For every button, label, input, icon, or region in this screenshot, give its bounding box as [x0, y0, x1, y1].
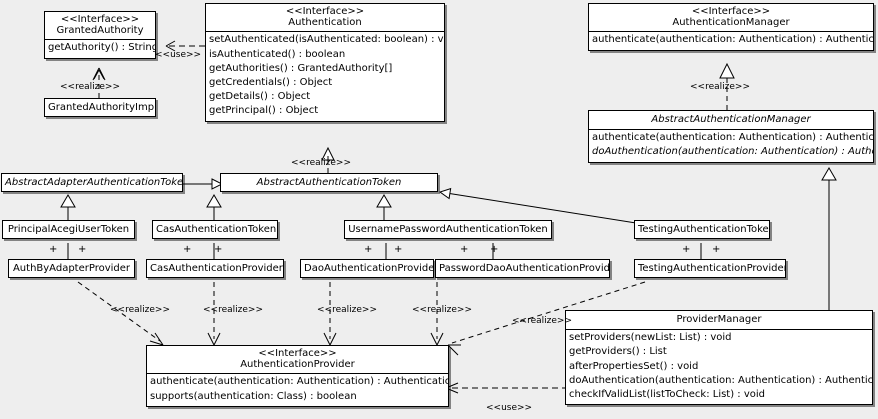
method: afterPropertiesSet() : void	[569, 360, 699, 372]
assoc-plus: +	[364, 244, 373, 255]
assoc-plus: +	[460, 244, 469, 255]
label-realize-granted-authority-impl: <<realize>>	[60, 82, 120, 92]
assoc-plus: +	[49, 244, 58, 255]
method: getProviders() : List	[569, 346, 667, 358]
class-name: AbstractAuthenticationManager	[651, 114, 811, 125]
class-abstract-adapter-authentication-token[interactable]: AbstractAdapterAuthenticationToken	[1, 173, 183, 193]
method: supports(authentication: Class) : boolea…	[150, 390, 357, 402]
method: setProviders(newList: List) : void	[569, 332, 732, 344]
method: checkIfValidList(listToCheck: List) : vo…	[569, 388, 766, 400]
class-granted-authority-impl[interactable]: GrantedAuthorityImpl	[44, 98, 156, 118]
class-authentication[interactable]: <<Interface>> Authentication setAuthenti…	[205, 3, 445, 122]
class-name: AbstractAdapterAuthenticationToken	[5, 177, 183, 188]
assoc-plus: +	[712, 244, 721, 255]
class-testing-authentication-token[interactable]: TestingAuthenticationToken	[634, 220, 770, 240]
class-name: Authentication	[288, 17, 362, 29]
method: doAuthentication(authentication: Authent…	[592, 146, 873, 158]
class-name: ProviderManager	[676, 314, 762, 325]
methods-compartment: setProviders(newList: List) : void getPr…	[566, 329, 872, 404]
label-realize-abstract-authentication-token: <<realize>>	[291, 158, 351, 168]
class-authentication-manager[interactable]: <<Interface>> AuthenticationManager auth…	[588, 3, 874, 51]
methods-compartment: getAuthority() : String	[45, 39, 155, 57]
method: authenticate(authentication: Authenticat…	[592, 132, 874, 144]
class-name: AbstractAuthenticationToken	[256, 177, 402, 188]
method: isAuthenticated() : boolean	[209, 48, 346, 60]
label-use-provider-manager: <<use>>	[486, 403, 533, 413]
label-realize-cas: <<realize>>	[203, 305, 263, 315]
methods-compartment: authenticate(authentication: Authenticat…	[147, 373, 448, 405]
stereotype: <<Interface>>	[285, 6, 365, 17]
class-name: AuthByAdapterProvider	[12, 263, 131, 274]
method: getPrincipal() : Object	[209, 105, 319, 117]
class-name: AuthenticationProvider	[240, 359, 355, 371]
assoc-plus: +	[78, 244, 87, 255]
class-header: <<Interface>> AuthenticationManager	[589, 4, 873, 31]
assoc-plus: +	[394, 244, 403, 255]
class-name: UsernamePasswordAuthenticationToken	[348, 224, 548, 235]
method: getDetails() : Object	[209, 91, 311, 103]
method: authenticate(authentication: Authenticat…	[592, 34, 874, 46]
stereotype: <<Interface>>	[60, 14, 140, 25]
class-abstract-authentication-token[interactable]: AbstractAuthenticationToken	[220, 173, 438, 193]
stereotype: <<Interface>>	[691, 6, 771, 17]
class-name: PasswordDaoAuthenticationProvider	[439, 263, 610, 274]
methods-compartment: setAuthenticated(isAuthenticated: boolea…	[206, 31, 444, 120]
class-name: PrincipalAcegiUserToken	[7, 224, 130, 235]
class-dao-authentication-provider[interactable]: DaoAuthenticationProvider	[300, 259, 434, 279]
class-header: ProviderManager	[566, 311, 872, 329]
class-name: GrantedAuthority	[56, 25, 144, 37]
class-name: TestingAuthenticationToken	[638, 224, 770, 235]
class-username-password-authentication-token[interactable]: UsernamePasswordAuthenticationToken	[344, 220, 552, 240]
class-testing-authentication-provider[interactable]: TestingAuthenticationProvider	[634, 259, 786, 279]
assoc-plus: +	[214, 244, 223, 255]
label-realize-testing: <<realize>>	[512, 316, 572, 326]
method: authenticate(authentication: Authenticat…	[150, 376, 449, 388]
label-realize-dao: <<realize>>	[317, 305, 377, 315]
class-name: AuthenticationManager	[672, 17, 790, 29]
class-name: CasAuthenticationProvider	[150, 263, 283, 274]
class-granted-authority[interactable]: <<Interface>> GrantedAuthority getAuthor…	[44, 11, 156, 59]
assoc-plus: +	[183, 244, 192, 255]
class-authentication-provider[interactable]: <<Interface>> AuthenticationProvider aut…	[146, 345, 449, 407]
label-realize-auth-by-adapter: <<realize>>	[110, 305, 170, 315]
class-name: GrantedAuthorityImpl	[48, 102, 156, 113]
class-header: AbstractAuthenticationManager	[589, 111, 873, 129]
method: getCredentials() : Object	[209, 76, 333, 88]
class-password-dao-authentication-provider[interactable]: PasswordDaoAuthenticationProvider	[435, 259, 610, 279]
class-name: CasAuthenticationToken	[156, 224, 277, 235]
class-name: TestingAuthenticationProvider	[638, 263, 786, 274]
class-provider-manager[interactable]: ProviderManager setProviders(newList: Li…	[565, 310, 873, 406]
class-cas-authentication-token[interactable]: CasAuthenticationToken	[152, 220, 278, 240]
label-realize-password-dao: <<realize>>	[412, 305, 472, 315]
stereotype: <<Interface>>	[258, 348, 337, 359]
label-use-granted-authority: <<use>>	[155, 50, 202, 60]
assoc-plus: +	[682, 244, 691, 255]
class-header: <<Interface>> AuthenticationProvider	[147, 346, 448, 373]
method: getAuthority() : String	[48, 42, 156, 54]
class-header: <<Interface>> Authentication	[206, 4, 444, 31]
class-header: <<Interface>> GrantedAuthority	[45, 12, 155, 39]
class-abstract-authentication-manager[interactable]: AbstractAuthenticationManager authentica…	[588, 110, 874, 163]
method: doAuthentication(authentication: Authent…	[569, 374, 873, 386]
class-name: DaoAuthenticationProvider	[304, 263, 434, 274]
methods-compartment: authenticate(authentication: Authenticat…	[589, 31, 873, 49]
method: getAuthorities() : GrantedAuthority[]	[209, 62, 393, 74]
methods-compartment: authenticate(authentication: Authenticat…	[589, 129, 873, 161]
method: setAuthenticated(isAuthenticated: boolea…	[209, 34, 445, 46]
assoc-plus: +	[490, 244, 499, 255]
class-auth-by-adapter-provider[interactable]: AuthByAdapterProvider	[8, 259, 135, 279]
label-realize-manager: <<realize>>	[690, 82, 750, 92]
class-cas-authentication-provider[interactable]: CasAuthenticationProvider	[146, 259, 284, 279]
class-principal-acegi-user-token[interactable]: PrincipalAcegiUserToken	[2, 220, 135, 240]
